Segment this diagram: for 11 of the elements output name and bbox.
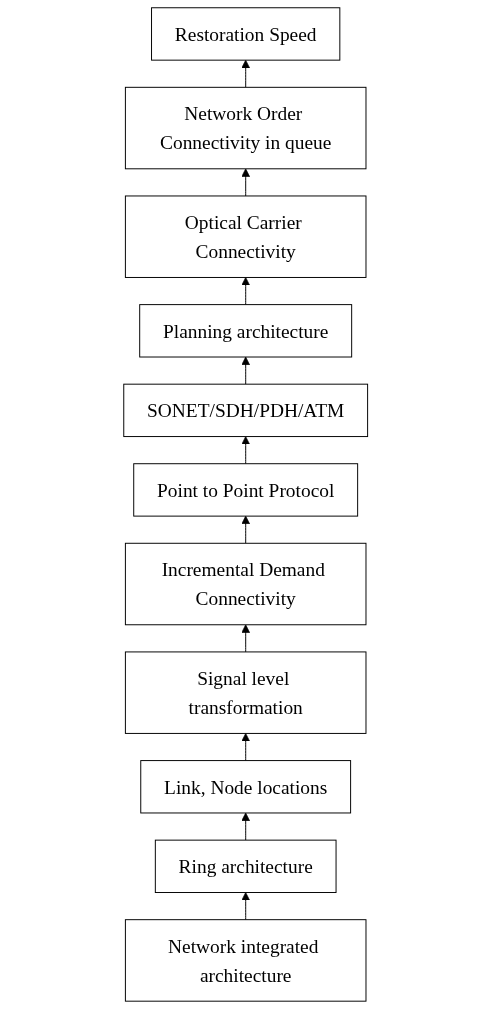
node-box: Network Order Connectivity in queue <box>124 86 367 170</box>
node-box: Point to Point Protocol <box>133 463 358 517</box>
node-box: Optical Carrier Connectivity <box>124 195 367 278</box>
node-box: Link, Node locations <box>140 760 351 814</box>
node-box: Ring architecture <box>154 839 337 893</box>
node-box: Planning architecture <box>139 304 352 358</box>
node-box: Network integrated architecture <box>124 919 367 1002</box>
node-box: SONET/SDH/PDH/ATM <box>123 383 368 438</box>
node-box: Restoration Speed <box>150 7 341 61</box>
node-box: Signal level transformation <box>124 651 367 734</box>
node-box: Incremental Demand Connectivity <box>124 542 367 626</box>
